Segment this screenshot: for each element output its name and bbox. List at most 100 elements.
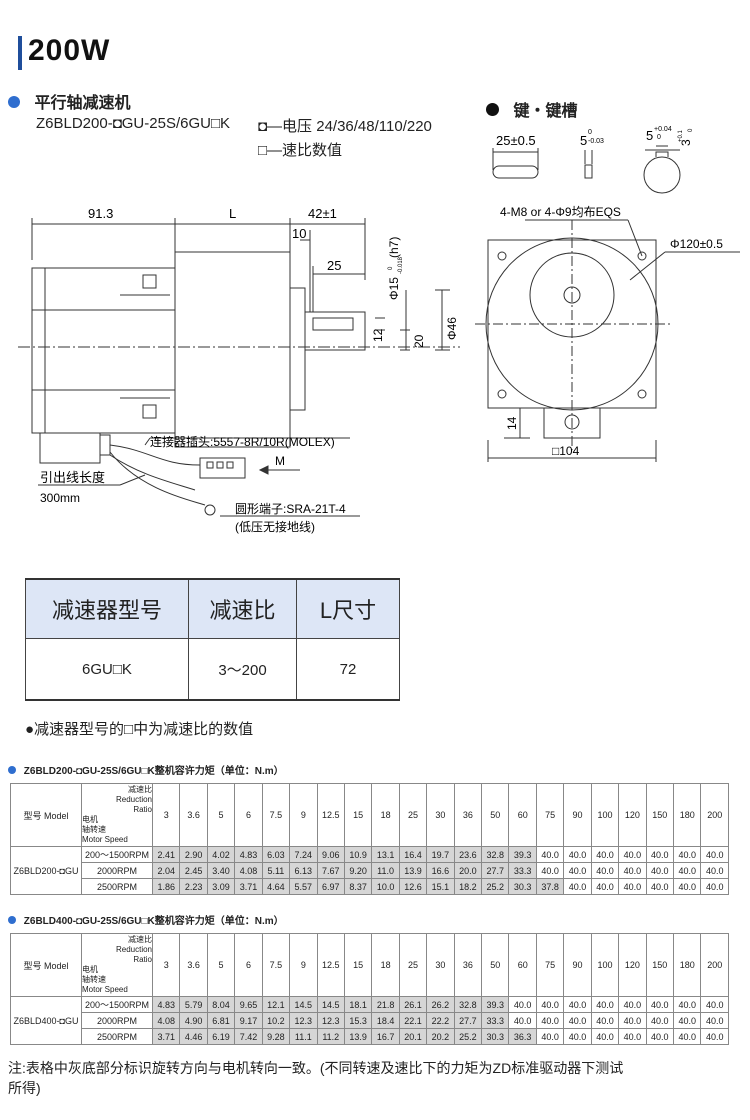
- torque-cell: 40.0: [563, 878, 592, 895]
- ratio-header-cell: 36: [453, 783, 483, 847]
- torque-cell: 40.0: [508, 1012, 537, 1029]
- torque-cell: 19.7: [426, 846, 455, 863]
- torque-cell: 15.1: [426, 878, 455, 895]
- bullet-icon: [8, 766, 16, 774]
- spec-note: ●减速器型号的□中为减速比的数值: [25, 721, 254, 738]
- torque-cell: 40.0: [563, 1012, 592, 1029]
- header-text: 减速比: [128, 935, 152, 944]
- dim-L: L: [229, 206, 236, 221]
- torque-cell: 30.3: [508, 878, 537, 895]
- ratio-header-cell: 25: [398, 933, 428, 997]
- torque-cell: 40.0: [590, 862, 620, 879]
- ratio-header-cell: 60: [508, 783, 537, 847]
- torque-cell: 40.0: [673, 846, 702, 863]
- torque-cell: 40.0: [590, 878, 620, 895]
- dim-20: 20: [412, 334, 426, 348]
- torque-cell: 32.8: [453, 996, 483, 1013]
- torque-cell: 39.3: [508, 846, 537, 863]
- torque-cell: 40.0: [700, 846, 729, 863]
- torque-cell: 12.6: [398, 878, 428, 895]
- model-header: 型号 Model: [10, 783, 82, 847]
- torque-cell: 40.0: [535, 862, 565, 879]
- torque-cell: 18.4: [371, 1012, 400, 1029]
- m-label: M: [275, 454, 285, 468]
- ratio-header-cell: 150: [645, 783, 675, 847]
- torque-cell: 20.0: [453, 862, 483, 879]
- torque-cell: 12.3: [316, 1012, 345, 1029]
- ratio-header-cell: 12.5: [316, 783, 345, 847]
- torque-cell: 40.0: [590, 996, 620, 1013]
- torque-cell: 40.0: [618, 996, 647, 1013]
- torque-cell: 1.86: [151, 878, 181, 895]
- torque-cell: 4.64: [261, 878, 291, 895]
- ratio-header-cell: 5: [206, 783, 236, 847]
- torque-cell: 30.3: [481, 1028, 510, 1045]
- header-text: Reduction: [115, 945, 152, 954]
- dim-91-3: 91.3: [88, 206, 113, 221]
- ratio-header-cell: 3.6: [179, 783, 208, 847]
- ratio-header-cell: 75: [535, 783, 565, 847]
- torque-cell: 40.0: [535, 996, 565, 1013]
- slot-depth-tol-top: +0.1: [678, 129, 684, 142]
- ratio-header-cell: 36: [453, 933, 483, 997]
- ratio-header-cell: 15: [343, 783, 373, 847]
- dim-25: 25: [327, 258, 341, 273]
- torque-cell: 40.0: [700, 1012, 729, 1029]
- torque-cell: 9.06: [316, 846, 345, 863]
- header-text: Ratio: [133, 955, 152, 964]
- torque-cell: 2.41: [151, 846, 181, 863]
- ratio-header-cell: 120: [618, 783, 647, 847]
- motor-side-view-drawing: 91.3 L 42±1 10 25 Φ15 0 -0.018 (h7) 12 2…: [18, 206, 460, 534]
- torque-cell: 6.81: [206, 1012, 236, 1029]
- dim-10: 10: [292, 226, 306, 241]
- key-width-tol-top: 0: [588, 129, 592, 136]
- torque-cell: 40.0: [563, 862, 592, 879]
- ratio-header-cell: 150: [645, 933, 675, 997]
- torque-cell: 40.0: [535, 846, 565, 863]
- dim-12: 12: [371, 328, 385, 342]
- torque-cell: 22.1: [398, 1012, 428, 1029]
- lead-length-value: 300mm: [40, 491, 80, 505]
- ratio-header-cell: 50: [481, 933, 510, 997]
- torque-cell: 20.2: [426, 1028, 455, 1045]
- torque-cell: 14.5: [289, 996, 318, 1013]
- torque-cell: 27.7: [453, 1012, 483, 1029]
- header-text: 电机: [82, 965, 98, 974]
- slot-depth-tol-bot: 0: [688, 128, 694, 132]
- torque-cell: 40.0: [700, 878, 729, 895]
- torque-table-1-caption: Z6BLD200-◘GU-25S/6GU□K整机容许力矩（单位：N.m）: [8, 762, 284, 777]
- ratio-header-cell: 3: [151, 783, 181, 847]
- torque-cell: 3.40: [206, 862, 236, 879]
- gearbox-spec-table: 减速器型号 减速比 L尺寸 6GU□K 3～200 72: [25, 578, 400, 701]
- ratio-header-cell: 12.5: [316, 933, 345, 997]
- page-title: 200W: [28, 34, 111, 67]
- torque-cell: 40.0: [645, 1028, 675, 1045]
- torque-cell: 40.0: [535, 1012, 565, 1029]
- key-width-tol-bot: -0.03: [588, 138, 604, 145]
- ratio-header-cell: 9: [289, 933, 318, 997]
- ratio-header-cell: 200: [700, 933, 729, 997]
- voltage-legend: ◘—电压 24/36/48/110/220: [258, 118, 432, 135]
- torque-cell: 18.2: [453, 878, 483, 895]
- torque-cell: 40.0: [563, 1028, 592, 1045]
- torque-table-2-caption: Z6BLD400-◘GU-25S/6GU□K整机容许力矩（单位：N.m）: [8, 912, 284, 927]
- spec-cell-ratio: 3～200: [188, 638, 297, 701]
- ratio-header-cell: 180: [673, 783, 702, 847]
- torque-cell: 5.57: [289, 878, 318, 895]
- torque-cell: 40.0: [618, 862, 647, 879]
- torque-cell: 13.1: [371, 846, 400, 863]
- torque-cell: 7.42: [234, 1028, 263, 1045]
- ratio-header-cell: 90: [563, 933, 592, 997]
- torque-cell: 2.04: [151, 862, 181, 879]
- torque-cell: 9.20: [343, 862, 373, 879]
- ratio-header-cell: 200: [700, 783, 729, 847]
- torque-cell: 7.67: [316, 862, 345, 879]
- torque-cell: 6.19: [206, 1028, 236, 1045]
- torque-cell: 8.37: [343, 878, 373, 895]
- key-length-label: 25±0.5: [496, 133, 536, 148]
